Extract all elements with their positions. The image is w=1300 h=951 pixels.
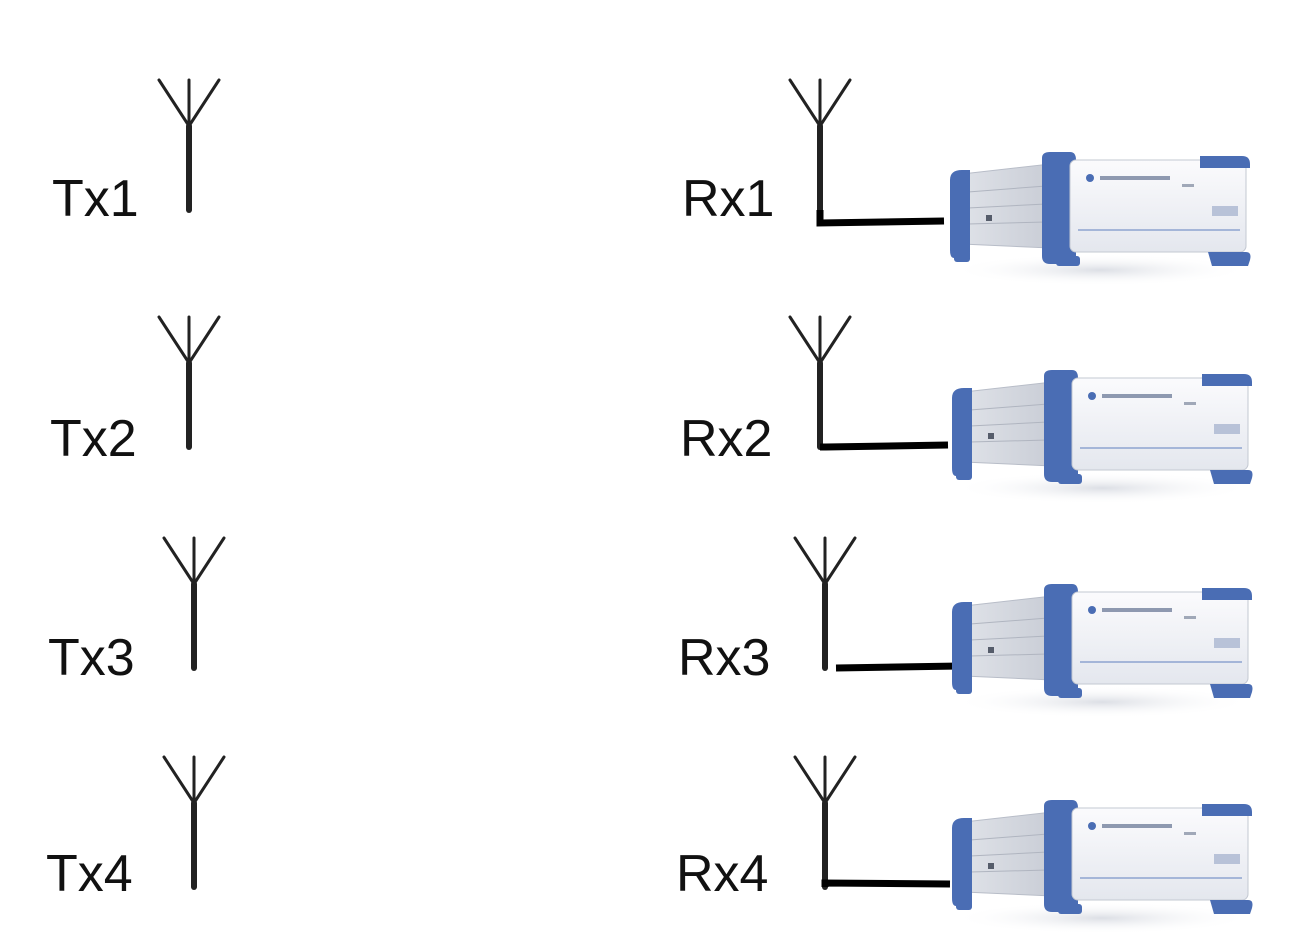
tx-unit-4: Tx4 bbox=[46, 757, 224, 903]
tx-label-3: Tx3 bbox=[48, 629, 135, 687]
rx-label-4: Rx4 bbox=[676, 845, 768, 903]
rx-unit-4: Rx4 bbox=[676, 757, 1254, 935]
rx-unit-1: Rx1 bbox=[682, 80, 1252, 287]
tx-unit-2: Tx2 bbox=[50, 317, 219, 468]
rx-unit-3: Rx3 bbox=[678, 538, 1254, 719]
antenna-icon bbox=[164, 538, 224, 668]
rx-label-3: Rx3 bbox=[678, 629, 770, 687]
receiver-device-icon bbox=[949, 151, 1252, 287]
antenna-icon bbox=[164, 757, 224, 887]
rx-label-1: Rx1 bbox=[682, 170, 774, 228]
rx-unit-2: Rx2 bbox=[680, 317, 1254, 505]
receiver-device-icon bbox=[951, 583, 1254, 719]
rx-cable-2 bbox=[820, 441, 949, 451]
receiver-device-icon bbox=[951, 799, 1254, 935]
antenna-icon bbox=[159, 317, 219, 447]
tx-label-2: Tx2 bbox=[50, 410, 137, 468]
tx-unit-1: Tx1 bbox=[52, 80, 219, 228]
antenna-icon bbox=[159, 80, 219, 210]
antenna-icon bbox=[795, 757, 855, 887]
rx-cable-4 bbox=[821, 879, 951, 888]
rx-label-2: Rx2 bbox=[680, 410, 772, 468]
receiver-device-icon bbox=[951, 369, 1254, 505]
tx-unit-3: Tx3 bbox=[48, 538, 224, 687]
antenna-icon bbox=[795, 538, 855, 668]
rx-cable-3 bbox=[835, 662, 961, 672]
tx-label-1: Tx1 bbox=[52, 170, 139, 228]
antenna-icon bbox=[790, 317, 850, 447]
rx-cable-1 bbox=[816, 210, 945, 227]
antenna-icon bbox=[790, 80, 850, 210]
tx-label-4: Tx4 bbox=[46, 845, 133, 903]
